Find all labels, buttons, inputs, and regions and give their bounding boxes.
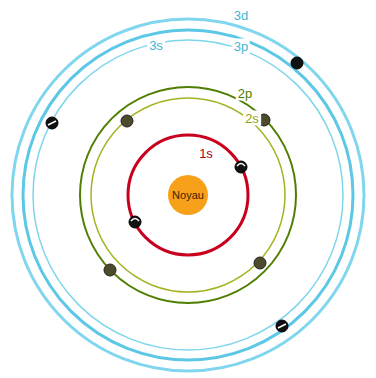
orbit-3d [12, 19, 364, 371]
electron-shine [278, 324, 286, 328]
nucleus-circle: Noyau [168, 175, 208, 215]
orbital-label: 2s [243, 111, 261, 126]
electron-shine [48, 121, 56, 125]
electrons-3 [46, 57, 303, 332]
orbital-label: 3p [232, 39, 250, 54]
orbit-3p [23, 30, 353, 360]
electron [276, 320, 288, 332]
orbit-2p [80, 87, 296, 303]
electron [104, 264, 116, 276]
orbital-label: 2p [236, 86, 254, 101]
electron [129, 216, 141, 228]
electron [254, 257, 266, 269]
electron [121, 115, 133, 127]
orbital-label: 1s [197, 146, 215, 161]
electron [46, 117, 58, 129]
orbit-2s [91, 98, 285, 292]
orbit-3s [33, 40, 343, 350]
electron-shine [131, 219, 139, 222]
electron-shine [237, 164, 245, 167]
electrons-2 [104, 114, 270, 276]
orbital-label: 3d [232, 8, 250, 23]
orbit-1s [128, 135, 248, 255]
nucleus-label: Noyau [172, 189, 204, 201]
electron [291, 57, 303, 69]
orbital-label: 3s [147, 38, 165, 53]
electron [235, 161, 247, 173]
electrons-1s [129, 161, 247, 228]
